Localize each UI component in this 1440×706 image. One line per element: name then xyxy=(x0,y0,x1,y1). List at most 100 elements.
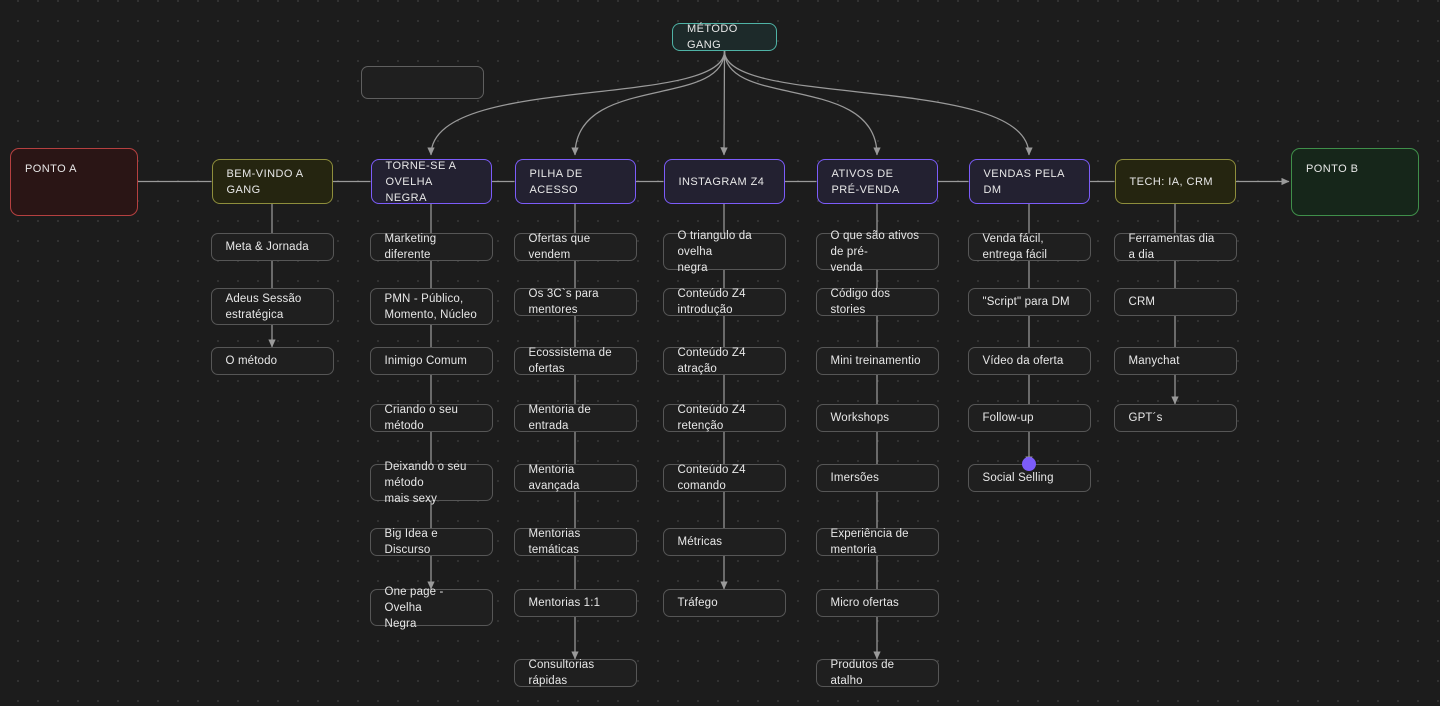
node-item[interactable]: O método xyxy=(210,347,334,375)
node-item[interactable]: Os 3C`s para mentores xyxy=(513,288,637,316)
node-stage-tech[interactable]: TECH: IA, CRM xyxy=(1114,159,1236,204)
node-item[interactable]: Ferramentas dia a dia xyxy=(1113,233,1237,261)
node-label: Criando o seu método xyxy=(384,404,459,432)
node-item[interactable]: Mentorias temáticas xyxy=(513,528,637,556)
node-item[interactable]: Micro ofertas xyxy=(815,589,939,617)
node-stage-ativos[interactable]: ATIVOS DE PRÉ-VENDA xyxy=(816,159,938,204)
node-label: O método xyxy=(225,355,278,367)
node-label: GPT´s xyxy=(1128,412,1163,424)
node-label: Conteúdo Z4 introdução xyxy=(677,288,746,316)
node-item[interactable]: Consultorias rápidas xyxy=(513,659,637,687)
node-label: Métricas xyxy=(677,536,723,548)
node-item[interactable]: CRM xyxy=(1113,288,1237,316)
node-item[interactable]: Workshops xyxy=(815,404,939,432)
node-label: Ecossistema de ofertas xyxy=(528,347,612,375)
node-ponto-a[interactable]: PONTO A xyxy=(10,148,138,216)
node-label: PMN - Público,Momento, Núcleo xyxy=(384,292,477,321)
node-item[interactable]: Tráfego xyxy=(662,589,786,617)
node-label: Mentorias temáticas xyxy=(528,528,581,556)
node-item[interactable]: O que são ativos de pré-venda xyxy=(815,230,939,274)
node-label: Meta & Jornada xyxy=(225,241,309,253)
node-item[interactable]: Vídeo da oferta xyxy=(967,347,1091,375)
node-item[interactable]: Métricas xyxy=(662,528,786,556)
node-label: BEM-VINDO A GANG xyxy=(226,167,303,196)
node-label: CRM xyxy=(1128,296,1156,308)
node-item[interactable]: Experiência de mentoria xyxy=(815,528,939,556)
node-label: PONTO A xyxy=(25,163,77,175)
node-item[interactable]: Ecossistema de ofertas xyxy=(513,347,637,375)
node-label: Manychat xyxy=(1128,355,1180,367)
node-label: Mentoria de entrada xyxy=(528,404,591,432)
node-label: Vídeo da oferta xyxy=(982,355,1064,367)
node-item[interactable]: Follow-up xyxy=(967,404,1091,432)
node-label: Inimigo Comum xyxy=(384,355,467,367)
node-ponto-b[interactable]: PONTO B xyxy=(1291,148,1419,216)
node-label: Mentoria avançada xyxy=(528,464,580,492)
node-item[interactable]: "Script" para DM xyxy=(967,288,1091,316)
node-item[interactable]: Mini treinamentio xyxy=(815,347,939,375)
node-label: Tráfego xyxy=(677,597,718,609)
node-label: Conteúdo Z4 comando xyxy=(677,464,746,492)
node-item[interactable]: Ofertas que vendem xyxy=(513,233,637,261)
node-label: Os 3C`s para mentores xyxy=(528,288,599,316)
node-label: Marketing diferente xyxy=(384,233,437,261)
node-stage-instagram[interactable]: INSTAGRAM Z4 xyxy=(663,159,785,204)
node-item[interactable]: Conteúdo Z4 comando xyxy=(662,464,786,492)
node-label: Mentorias 1:1 xyxy=(528,597,601,609)
node-item[interactable]: Produtos de atalho xyxy=(815,659,939,687)
node-item[interactable]: Inimigo Comum xyxy=(369,347,493,375)
node-label: INSTAGRAM Z4 xyxy=(678,175,765,188)
node-item[interactable]: Criando o seu método xyxy=(369,404,493,432)
node-label: PONTO B xyxy=(1306,163,1359,175)
node-item[interactable]: Manychat xyxy=(1113,347,1237,375)
node-label: "Script" para DM xyxy=(982,296,1070,308)
connection-handle-dot[interactable] xyxy=(1022,457,1036,471)
node-label: O que são ativos de pré-venda xyxy=(830,229,920,274)
node-item[interactable]: Conteúdo Z4 atração xyxy=(662,347,786,375)
node-item[interactable]: PMN - Público,Momento, Núcleo xyxy=(369,288,493,325)
node-label: Big Idea e Discurso xyxy=(384,528,438,556)
node-item[interactable]: GPT´s xyxy=(1113,404,1237,432)
node-label: ATIVOS DE PRÉ-VENDA xyxy=(831,167,900,196)
node-label: MÉTODO GANG xyxy=(687,23,738,51)
node-item[interactable]: Conteúdo Z4 retenção xyxy=(662,404,786,432)
node-label: Micro ofertas xyxy=(830,597,899,609)
node-item[interactable]: Big Idea e Discurso xyxy=(369,528,493,556)
node-metodo-gang[interactable]: MÉTODO GANG xyxy=(672,23,777,51)
node-label: Mini treinamentio xyxy=(830,355,921,367)
node-label: Imersões xyxy=(830,472,879,484)
node-item[interactable]: Meta & Jornada xyxy=(210,233,334,261)
node-item[interactable]: Venda fácil, entrega fácil xyxy=(967,233,1091,261)
node-label: Código dos stories xyxy=(830,288,891,316)
node-item[interactable]: Conteúdo Z4 introdução xyxy=(662,288,786,316)
node-item[interactable]: Mentoria avançada xyxy=(513,464,637,492)
node-item[interactable]: Código dos stories xyxy=(815,288,939,316)
node-label: Ofertas que vendem xyxy=(528,233,591,261)
node-stage-bem-vindo[interactable]: BEM-VINDO A GANG xyxy=(211,159,333,204)
node-item[interactable]: Marketing diferente xyxy=(369,233,493,261)
node-item[interactable]: Mentoria de entrada xyxy=(513,404,637,432)
node-label: Workshops xyxy=(830,412,890,424)
node-label: Produtos de atalho xyxy=(830,659,895,687)
node-untitled-empty[interactable] xyxy=(361,66,484,99)
node-label: Conteúdo Z4 atração xyxy=(677,347,746,375)
node-label: Conteúdo Z4 retenção xyxy=(677,404,746,432)
node-item[interactable]: Mentorias 1:1 xyxy=(513,589,637,617)
node-label: TECH: IA, CRM xyxy=(1129,175,1213,188)
node-item[interactable]: Imersões xyxy=(815,464,939,492)
